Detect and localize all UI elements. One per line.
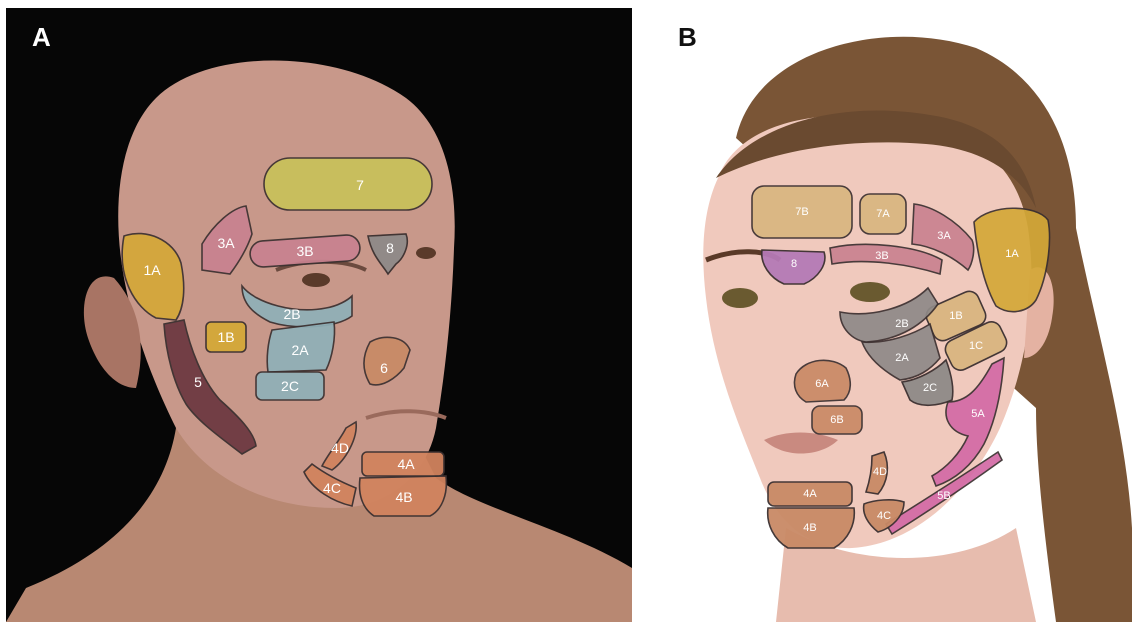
svg-text:7B: 7B [795, 206, 808, 218]
svg-text:1B: 1B [949, 310, 962, 322]
svg-text:4A: 4A [803, 488, 817, 500]
zone-7b: 7B [752, 186, 852, 238]
svg-text:7: 7 [356, 177, 364, 193]
svg-text:3A: 3A [937, 230, 951, 242]
zone-4b: 4B [768, 508, 855, 548]
svg-text:3B: 3B [875, 250, 888, 262]
zone-7: 7 [264, 158, 432, 210]
svg-text:6B: 6B [830, 414, 843, 426]
svg-text:2B: 2B [283, 306, 300, 322]
svg-text:2C: 2C [281, 378, 299, 394]
svg-text:4D: 4D [873, 466, 887, 478]
svg-text:1B: 1B [217, 329, 234, 345]
zone-2c: 2C [256, 372, 324, 400]
female-face-illustration: 7B 7A 3A 1A 8 3B 1B 2B [656, 8, 1132, 622]
svg-text:5B: 5B [937, 490, 950, 502]
svg-text:2A: 2A [291, 342, 309, 358]
svg-text:8: 8 [791, 258, 797, 270]
svg-text:4D: 4D [331, 440, 349, 456]
svg-text:3B: 3B [296, 243, 313, 259]
female-eye-left [722, 288, 758, 308]
svg-text:4B: 4B [395, 489, 412, 505]
svg-text:2C: 2C [923, 382, 937, 394]
zone-7a: 7A [860, 194, 906, 234]
svg-text:8: 8 [386, 240, 394, 256]
zone-6b: 6B [812, 406, 862, 434]
svg-text:1C: 1C [969, 340, 983, 352]
svg-text:2B: 2B [895, 318, 908, 330]
panel-a: 7 1A 3A 3B 8 2B 1B 2A [6, 8, 632, 622]
zone-2a: 2A [267, 322, 334, 372]
male-eye-right [416, 247, 436, 259]
svg-text:4B: 4B [803, 522, 816, 534]
svg-text:4C: 4C [877, 510, 891, 522]
svg-text:4A: 4A [397, 456, 415, 472]
male-face-illustration: 7 1A 3A 3B 8 2B 1B 2A [6, 8, 632, 622]
panel-b: 7B 7A 3A 1A 8 3B 1B 2B [656, 8, 1132, 622]
panel-a-label: A [32, 24, 51, 50]
svg-text:3A: 3A [217, 235, 235, 251]
svg-text:6A: 6A [815, 378, 829, 390]
zone-6a: 6A [794, 360, 850, 402]
panel-b-label: B [678, 24, 697, 50]
svg-text:6: 6 [380, 360, 388, 376]
zone-4a: 4A [768, 482, 852, 506]
svg-text:1A: 1A [1005, 248, 1019, 260]
zone-4a: 4A [362, 452, 444, 476]
zone-1b: 1B [206, 322, 246, 352]
svg-text:1A: 1A [143, 262, 161, 278]
svg-text:2A: 2A [895, 352, 909, 364]
svg-text:4C: 4C [323, 480, 341, 496]
male-eye [302, 273, 330, 287]
svg-text:7A: 7A [876, 208, 890, 220]
female-eye-right [850, 282, 890, 302]
svg-text:5A: 5A [971, 408, 985, 420]
svg-text:5: 5 [194, 374, 202, 390]
zone-4b: 4B [360, 476, 447, 516]
